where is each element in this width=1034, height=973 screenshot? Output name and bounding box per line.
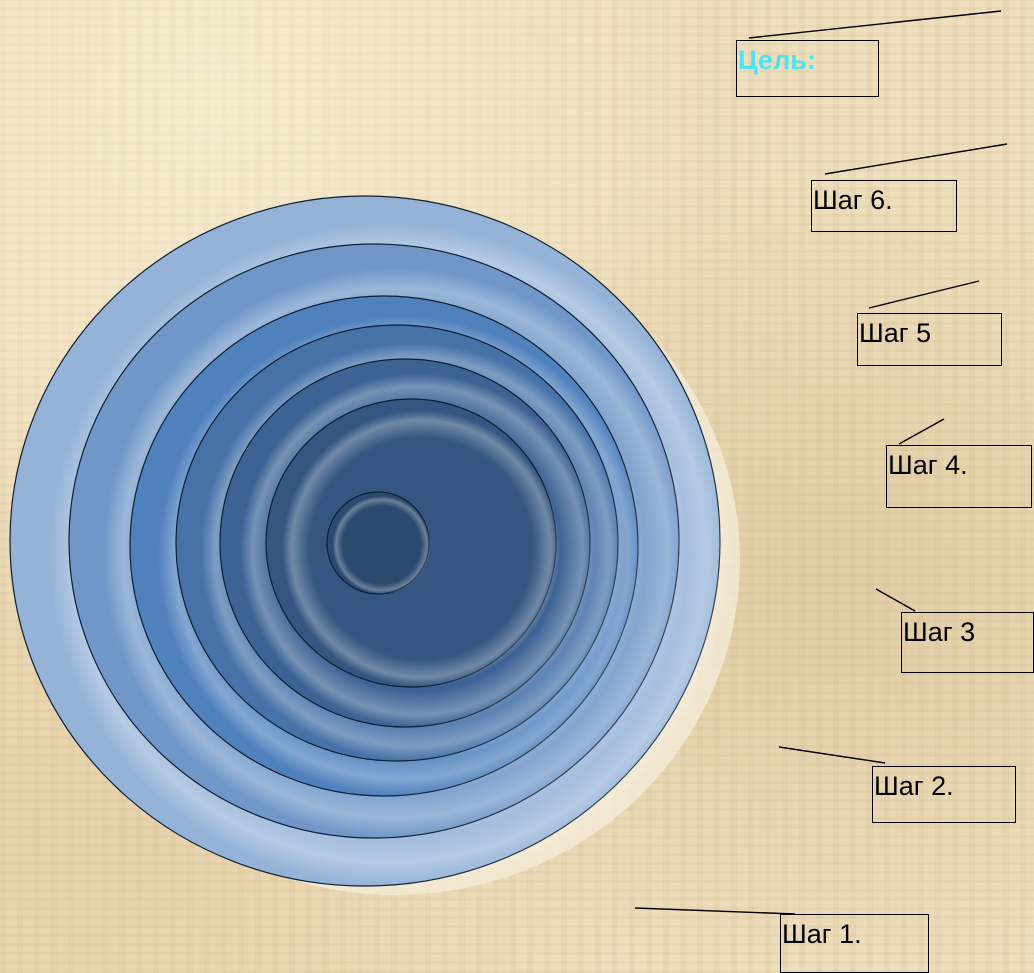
step-6-box: Шаг 6. [811,180,957,232]
step-1-label: Шаг 1. [782,919,862,949]
step-2-box: Шаг 2. [872,766,1016,823]
goal-label: Цель: [738,45,816,75]
step-1-box: Шаг 1. [780,914,929,973]
step-3-box: Шаг 3 [901,612,1034,673]
step-4-label: Шаг 4. [888,450,968,480]
leader-line-goal [749,11,1001,38]
step-6-label: Шаг 6. [813,185,893,215]
goal-box: Цель: [736,40,879,97]
step-5-box: Шаг 5 [857,313,1002,366]
leader-line-step-5 [869,281,979,308]
rings-group [10,196,731,886]
step-5-label: Шаг 5 [859,318,931,348]
step-2-label: Шаг 2. [874,771,954,801]
leader-line-step-6 [825,144,1007,174]
leader-line-step-3 [876,589,915,611]
step-3-label: Шаг 3 [903,617,975,647]
step-4-box: Шаг 4. [886,445,1032,508]
leader-line-step-2 [779,747,885,763]
leader-line-step-1 [635,908,795,914]
ring-7-highlight [333,496,431,594]
leader-line-step-4 [899,419,944,444]
